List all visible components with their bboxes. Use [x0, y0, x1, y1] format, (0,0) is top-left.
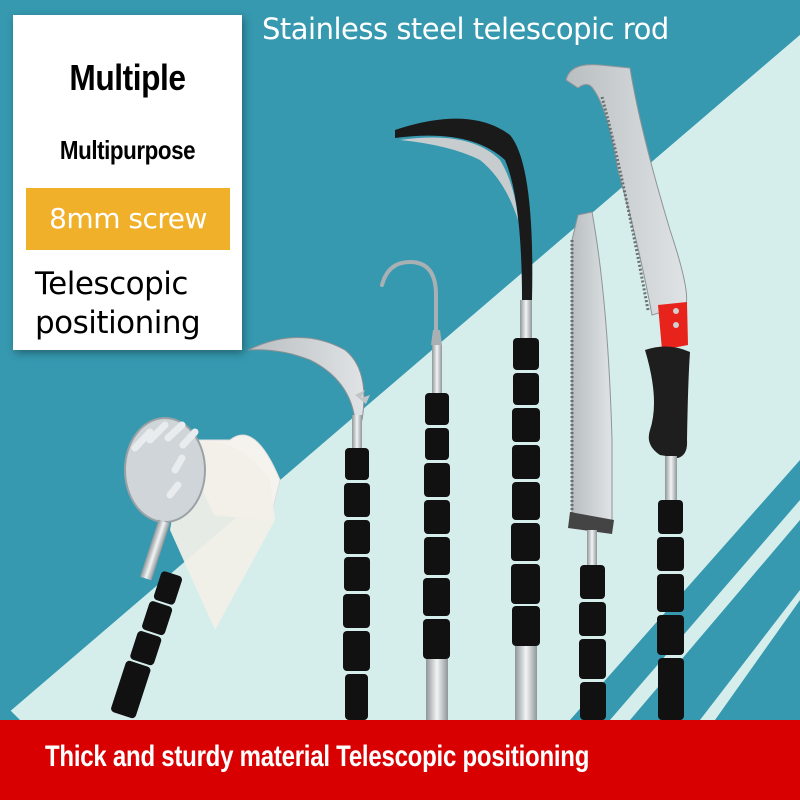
screw-size-badge: 8mm screw — [26, 188, 230, 250]
footer-banner: Thick and sturdy material Telescopic pos… — [0, 720, 800, 800]
product-illustration — [111, 64, 690, 720]
curved-pruning-saw — [565, 64, 690, 720]
feature-card: Multiple Multipurpose 8mm screw Telescop… — [13, 15, 242, 350]
feature-detail-line1: Telescopic — [35, 266, 188, 302]
feature-detail-line2: positioning — [35, 305, 201, 341]
black-sickle — [395, 118, 540, 720]
steel-hook — [380, 259, 450, 720]
page-title: Stainless steel telescopic rod — [262, 12, 669, 46]
feature-subheadline: Multipurpose — [59, 135, 196, 165]
straight-pruning-saw — [568, 211, 614, 720]
feature-detail: Telescopic positioning — [35, 265, 201, 343]
sickle-hook-blade — [247, 337, 370, 720]
feature-headline: Multiple — [69, 57, 186, 98]
footer-text: Thick and sturdy material Telescopic pos… — [45, 740, 590, 773]
fruit-picker-basket — [111, 417, 281, 719]
